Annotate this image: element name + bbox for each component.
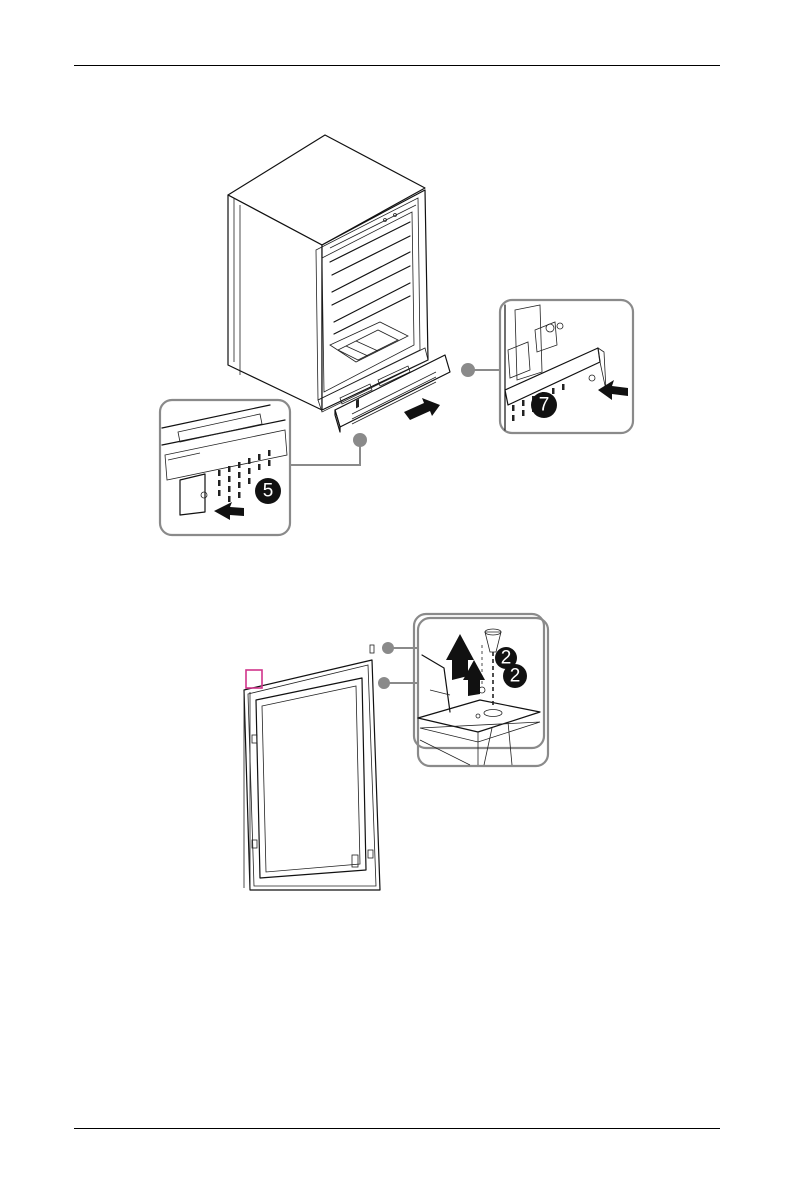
door-hinge-figure: 2 2 xyxy=(0,560,794,920)
push-arrow-icon xyxy=(404,398,440,420)
glass-door xyxy=(244,645,380,890)
wine-cooler-cabinet xyxy=(228,135,428,412)
callout-badge-2: 2 xyxy=(503,664,527,688)
callout-label: 7 xyxy=(539,395,550,416)
wine-cooler-kickplate-figure: 5 7 xyxy=(0,0,794,560)
callout-badge-7: 7 xyxy=(531,392,557,418)
detail-inset-left xyxy=(160,400,290,535)
footer-rule xyxy=(74,1128,720,1129)
detail-inset-right xyxy=(500,300,633,433)
hinge-detail-inset xyxy=(414,614,548,766)
callout-badge-5: 5 xyxy=(255,478,281,504)
hinge-location-marker xyxy=(246,670,262,688)
callout-label: 2 xyxy=(510,666,521,687)
callout-label: 5 xyxy=(263,481,274,502)
